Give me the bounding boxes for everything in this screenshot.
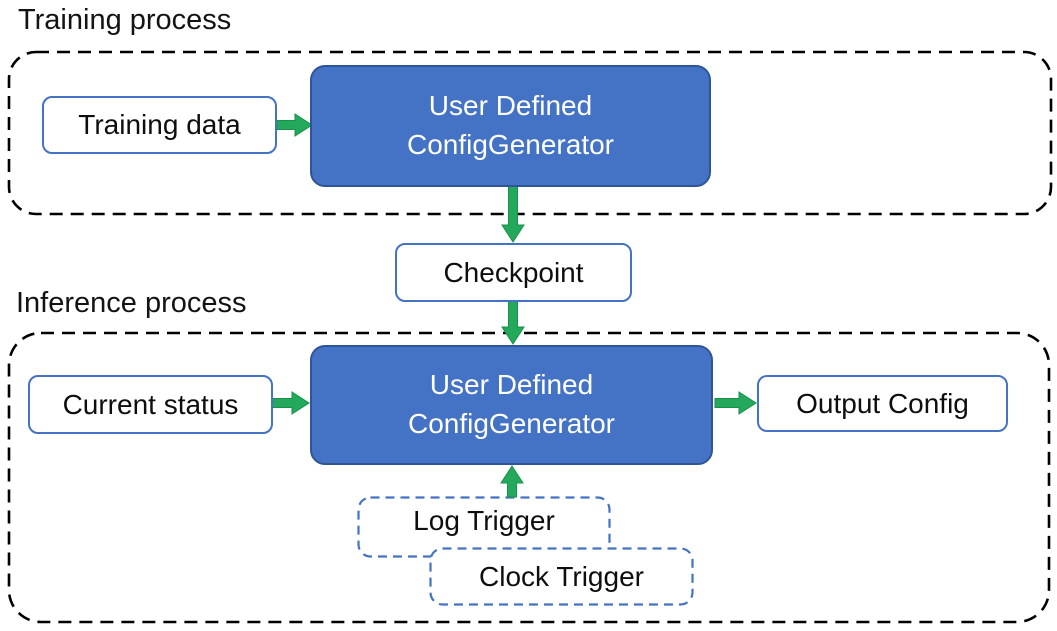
inference-generator-line2: ConfigGenerator: [407, 408, 615, 439]
output-config-box: Output Config: [757, 375, 1008, 432]
training-generator-line2: ConfigGenerator: [406, 129, 614, 160]
training-data-box: Training data: [42, 96, 277, 154]
checkpoint-label: Checkpoint: [443, 256, 584, 288]
training-data-label: Training data: [78, 109, 241, 140]
arrow-triggers-to-generator: [500, 465, 524, 498]
inference-generator-line1: User Defined: [429, 369, 594, 401]
inference-process-label: Inference process: [16, 287, 247, 319]
clock-trigger-box: [429, 547, 694, 606]
training-process-label: Training process: [18, 4, 232, 36]
arrow-training-data-to-generator: [276, 113, 313, 137]
inference-generator-box: User Defined ConfigGenerator: [310, 345, 713, 465]
arrow-checkpoint-to-generator: [501, 300, 525, 345]
training-generator-line1: User Defined: [428, 90, 593, 122]
training-generator-box: User Defined ConfigGenerator: [310, 65, 711, 187]
training-container: [7, 50, 1053, 216]
inference-container: [7, 331, 1051, 624]
arrow-generator-to-checkpoint: [501, 185, 525, 243]
log-trigger-label: Log Trigger: [413, 505, 555, 536]
arrow-current-status-to-generator: [271, 391, 310, 415]
current-status-box: Current status: [28, 375, 273, 434]
clock-trigger-label: Clock Trigger: [479, 560, 644, 592]
output-config-label: Output Config: [796, 387, 969, 419]
current-status-label: Current status: [62, 388, 239, 420]
arrow-generator-to-output-config: [714, 391, 757, 415]
checkpoint-box: Checkpoint: [395, 243, 632, 302]
